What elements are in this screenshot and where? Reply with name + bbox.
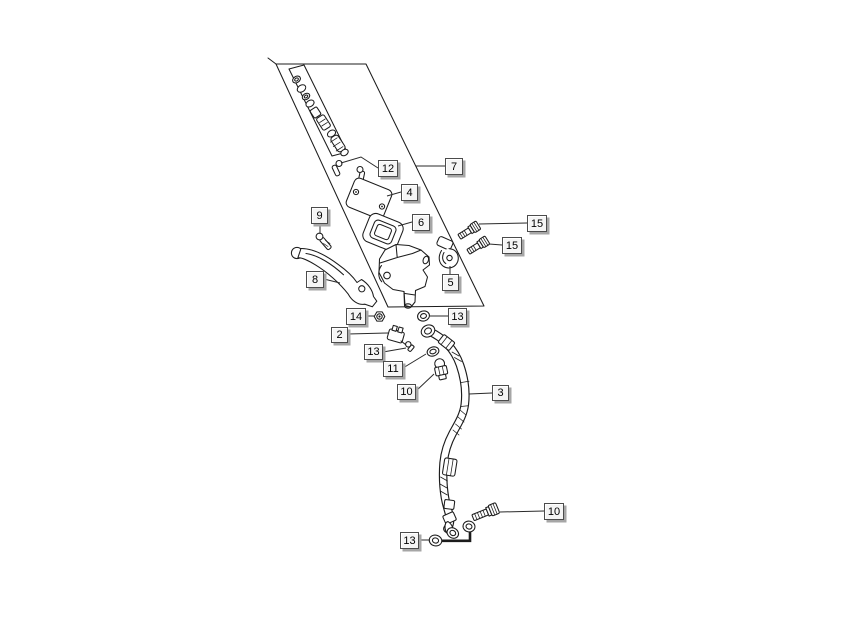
boundary-corner-notch: [267, 57, 277, 65]
hose-top-hex-fitting: [437, 334, 456, 351]
hose-union-screw: [434, 358, 449, 381]
part-callout-13-middle[interactable]: 13: [364, 344, 383, 360]
leader-line-4: [386, 191, 402, 197]
leader-line-15-upper: [478, 222, 528, 225]
leader-line-12: [340, 156, 379, 169]
leader-line-3: [468, 392, 493, 395]
lever-pivot-nut: [373, 311, 386, 322]
part-callout-14[interactable]: 14: [346, 308, 366, 325]
stoplight-switch: [386, 324, 407, 346]
part-callout-12[interactable]: 12: [378, 160, 398, 177]
lever-pivot-bolt: [315, 232, 332, 251]
leader-line-15-lower: [488, 243, 503, 246]
reservoir-cap: [345, 177, 393, 220]
leader-line-2: [347, 332, 389, 335]
clamp-bolt-upper: [457, 220, 481, 240]
leader-line-8: [323, 278, 341, 284]
leader-lines-layer: [319, 156, 545, 541]
part-callout-10-upper[interactable]: 10: [397, 384, 416, 400]
part-callout-3[interactable]: 3: [492, 385, 509, 401]
hose-braid-hatching: [439, 351, 467, 496]
part-callout-9[interactable]: 9: [311, 207, 328, 224]
part-callout-10-lower[interactable]: 10: [544, 503, 564, 520]
part-callout-2[interactable]: 2: [331, 327, 348, 343]
leader-line-11: [402, 353, 427, 369]
banjo-bolt: [471, 502, 500, 521]
piston-repair-kit: [292, 75, 349, 157]
hose-banjo-eye-top: [420, 324, 436, 338]
part-callout-13-upper[interactable]: 13: [448, 308, 467, 325]
boundary-parallelogram: [275, 63, 485, 308]
part-callout-5[interactable]: 5: [442, 274, 459, 291]
part-callout-6[interactable]: 6: [412, 214, 430, 231]
reservoir-diaphragm: [362, 212, 404, 252]
switch-screw: [405, 341, 415, 352]
leader-line-10-lower: [499, 510, 545, 513]
hose-end-elbow: [442, 511, 460, 539]
part-callout-8[interactable]: 8: [306, 271, 324, 288]
brake-hose: [420, 324, 470, 539]
leader-line-6: [397, 221, 413, 227]
part-callout-15-lower[interactable]: 15: [502, 237, 522, 254]
hose-mid-coupling: [442, 457, 458, 477]
clamp-bracket: [436, 236, 459, 269]
part-callout-13-lower[interactable]: 13: [400, 532, 419, 549]
banjo-washers: [428, 520, 476, 547]
part-callout-11[interactable]: 11: [383, 361, 403, 377]
part-callout-4[interactable]: 4: [401, 184, 418, 201]
part-callout-15-upper[interactable]: 15: [527, 215, 547, 232]
part-callout-7[interactable]: 7: [445, 158, 463, 175]
union-o-ring: [426, 346, 440, 357]
banjo-washer-upper: [417, 310, 430, 322]
leader-line-10-upper: [415, 373, 435, 392]
assembly-group-boundary: [267, 57, 485, 308]
clamp-bolt-lower: [466, 235, 490, 255]
master-cylinder-body: [378, 243, 431, 309]
brake-lever: [290, 246, 378, 308]
hose-band: [443, 499, 456, 510]
leader-line-13-middle: [382, 347, 407, 353]
